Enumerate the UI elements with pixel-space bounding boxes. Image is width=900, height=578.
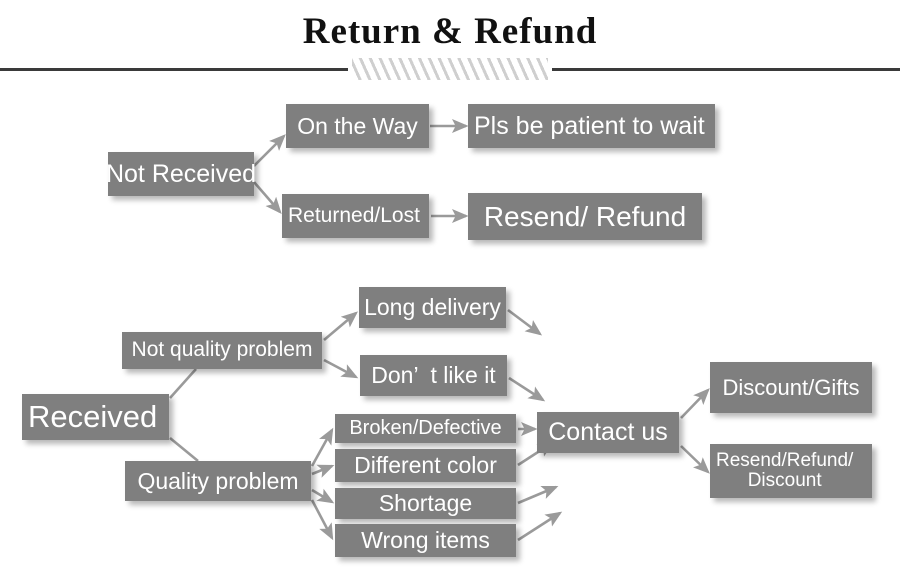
node-discount-gifts[interactable]: Discount/Gifts: [710, 362, 872, 413]
arrow-long-delivery-to-contact: [507, 308, 543, 336]
node-wrong-items[interactable]: Wrong items: [335, 524, 516, 557]
arrow-quality-to-different-color: [311, 464, 335, 478]
divider-hatch-icon: [352, 58, 548, 80]
node-contact-us[interactable]: Contact us: [537, 412, 679, 453]
node-quality-problem[interactable]: Quality problem: [125, 461, 311, 501]
node-resend-refund[interactable]: Resend/ Refund: [468, 193, 702, 240]
node-pls-be-patient-to-wait[interactable]: Pls be patient to wait: [468, 104, 715, 148]
divider-rule-right: [552, 68, 900, 71]
arrow-contact-to-resend-refund: [680, 445, 710, 474]
arrow-not-received-to-on-the-way: [253, 134, 286, 167]
page-title: Return & Refund: [302, 11, 598, 52]
node-not-quality-problem[interactable]: Not quality problem: [122, 332, 322, 369]
link-received-to-not-quality: [169, 368, 197, 399]
arrow-not-quality-to-long-delivery: [323, 311, 358, 341]
node-different-color[interactable]: Different color: [335, 449, 516, 482]
node-on-the-way[interactable]: On the Way: [286, 104, 429, 148]
node-long-delivery[interactable]: Long delivery: [359, 287, 506, 328]
node-returned-lost[interactable]: Returned/Lost: [282, 194, 429, 238]
arrow-quality-to-wrong-items: [310, 499, 334, 541]
arrow-shortage-to-contact: [517, 485, 559, 505]
link-received-to-quality: [169, 436, 199, 463]
node-resend-refund-discount[interactable]: Resend/Refund/ Discount: [710, 444, 872, 498]
arrow-not-received-to-returned: [253, 181, 282, 214]
arrow-not-quality-to-dont-like: [323, 358, 359, 379]
node-not-received[interactable]: Not Received: [106, 152, 256, 196]
node-dont-like-it[interactable]: Don’ t like it: [360, 355, 507, 396]
node-broken-defective[interactable]: Broken/Defective: [335, 414, 516, 443]
arrow-dont-like-to-contact: [508, 376, 546, 402]
node-shortage[interactable]: Shortage: [335, 488, 516, 519]
arrow-contact-to-discount-gifts: [680, 388, 710, 419]
divider-rule-left: [0, 68, 348, 71]
arrow-wrong-items-to-contact: [517, 511, 563, 542]
node-received[interactable]: Received: [22, 394, 169, 440]
arrow-quality-to-shortage: [311, 488, 335, 504]
arrow-quality-to-broken: [310, 427, 334, 467]
